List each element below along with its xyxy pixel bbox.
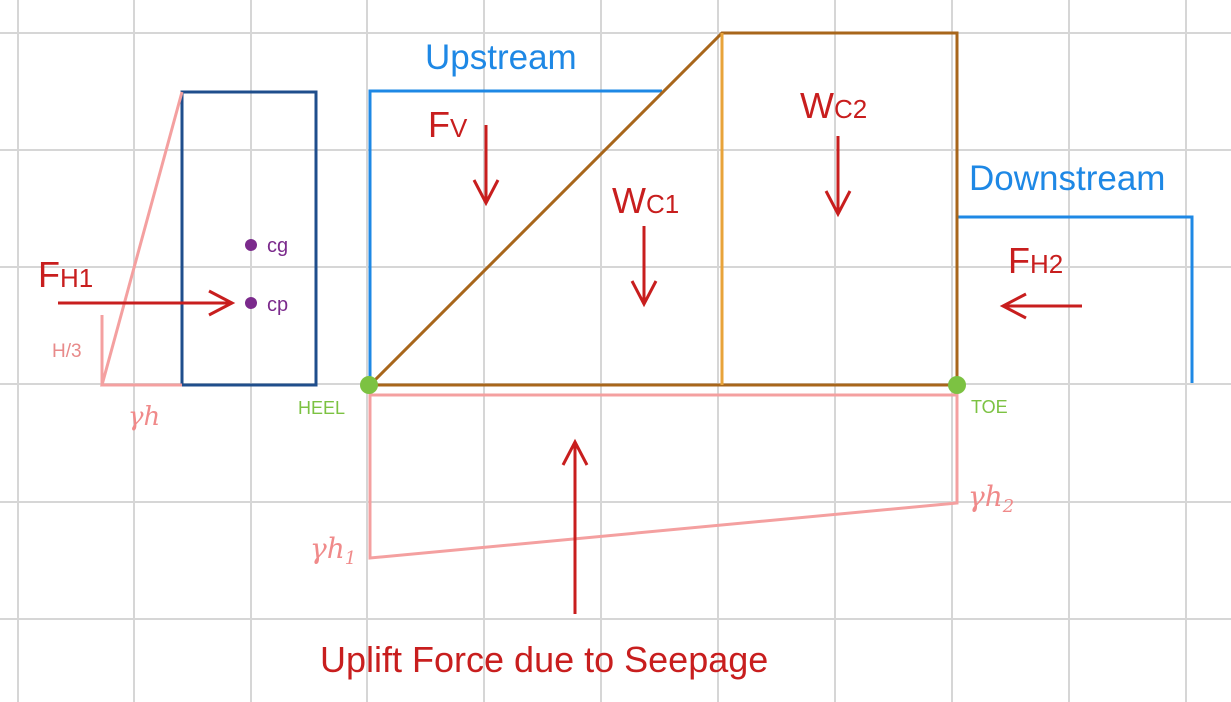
heel-label: HEEL: [298, 398, 345, 418]
upstream-water-level: [368, 89, 662, 385]
heel-point: [360, 376, 378, 394]
cg-label: cg: [267, 235, 288, 257]
fh1-arrow: [58, 289, 236, 317]
toe-label: TOE: [971, 397, 1008, 417]
wc2-label: WC2: [800, 85, 867, 126]
fh1-label: FH1: [38, 254, 93, 295]
fh2-label: FH2: [1008, 240, 1063, 281]
dam-body: [366, 31, 959, 387]
toe-point: [948, 376, 966, 394]
downstream-water-level: [957, 215, 1194, 383]
wc1-arrow: [630, 226, 658, 308]
cp-point: [245, 297, 257, 309]
downstream-label: Downstream: [969, 159, 1165, 198]
hydrostatic-pressure-triangle: [100, 91, 184, 387]
gamma-h1-label: γh1: [310, 532, 356, 569]
submerged-plate: [180, 90, 318, 387]
h-over-3-label: H/3: [52, 341, 82, 362]
gamma-h2-label: γh2: [968, 480, 1014, 517]
upstream-label: Upstream: [425, 38, 577, 77]
cp-label: cp: [267, 294, 288, 316]
cg-point: [245, 239, 257, 251]
uplift-arrow: [561, 438, 589, 614]
fv-label: FV: [428, 104, 468, 145]
wc2-arrow: [824, 136, 852, 218]
wc1-label: WC1: [612, 180, 679, 221]
uplift-label: Uplift Force due to Seepage: [320, 639, 768, 680]
uplift-pressure-diagram: [368, 393, 959, 560]
fv-arrow: [472, 125, 500, 207]
fh2-arrow: [999, 292, 1082, 320]
gamma-h-label: γh: [128, 402, 160, 432]
